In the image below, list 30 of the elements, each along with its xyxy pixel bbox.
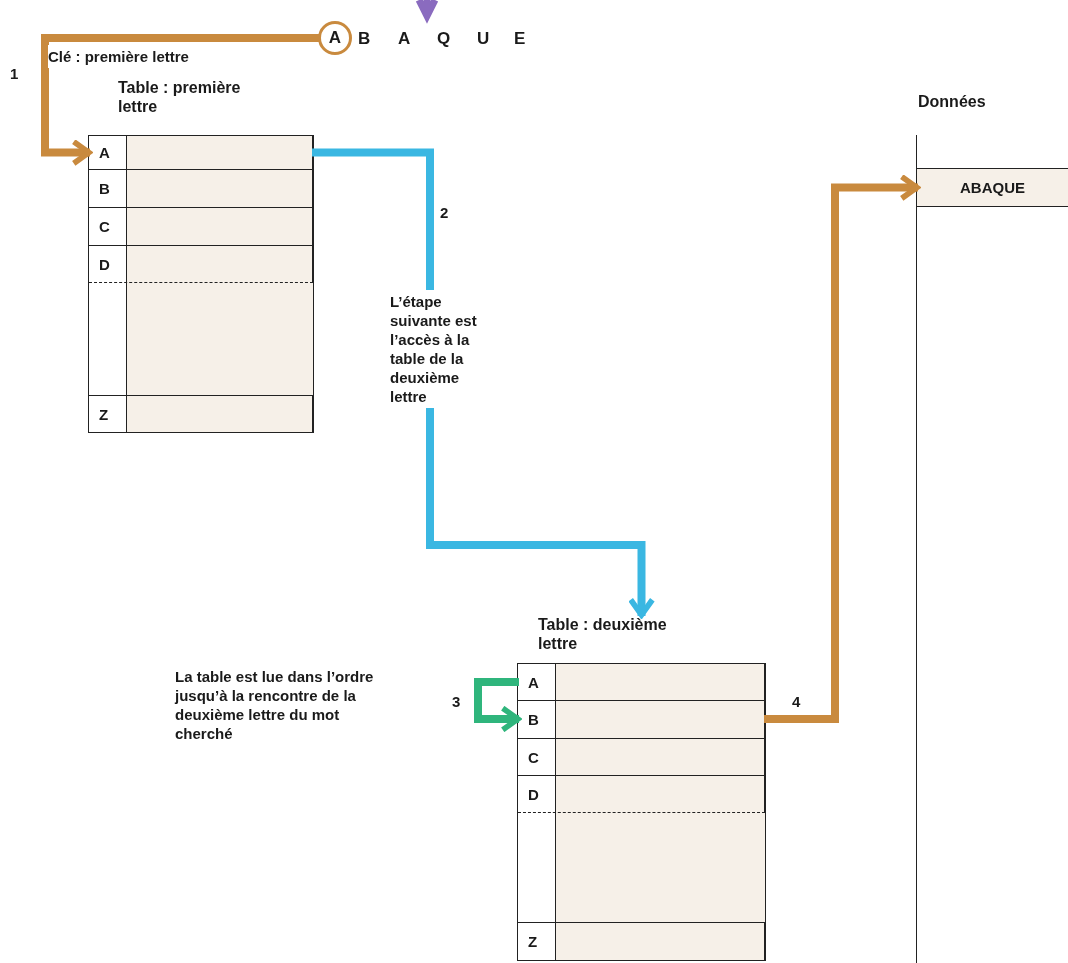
table-row: C [518, 738, 765, 775]
arrow [474, 678, 521, 733]
letter: Q [437, 29, 451, 48]
letter: U [477, 29, 490, 48]
letter: E [514, 29, 526, 48]
table-row: D [518, 775, 765, 813]
arrow [764, 173, 920, 723]
data-record: ABAQUE [917, 168, 1068, 207]
table-row: A [518, 664, 765, 700]
data-column [916, 92, 1068, 963]
step-number: 4 [792, 692, 801, 711]
table-row: C [89, 207, 313, 245]
step-number: 1 [10, 64, 19, 83]
letter: A [398, 29, 411, 48]
circled-letter: A [318, 21, 352, 55]
table-row: D [89, 245, 313, 283]
table-row: A [89, 136, 313, 169]
table-row: B [518, 700, 765, 738]
note-text: La table est lue dans l’ordre jusqu’à la rencontre de la deuxième lettre du mot cherché [175, 667, 375, 743]
table-row: Z [89, 395, 313, 432]
step-number: 2 [440, 203, 449, 222]
table-heading: Table : deuxième lettre [538, 615, 668, 653]
column-heading: Données [918, 92, 987, 111]
letter: B [358, 29, 371, 48]
table-row: Z [518, 922, 765, 960]
lookup-table [517, 615, 766, 961]
lookup-table [88, 78, 314, 433]
step-number: 3 [452, 692, 461, 711]
table-heading: Table : première lettre [118, 78, 242, 116]
table-row: B [89, 169, 313, 207]
